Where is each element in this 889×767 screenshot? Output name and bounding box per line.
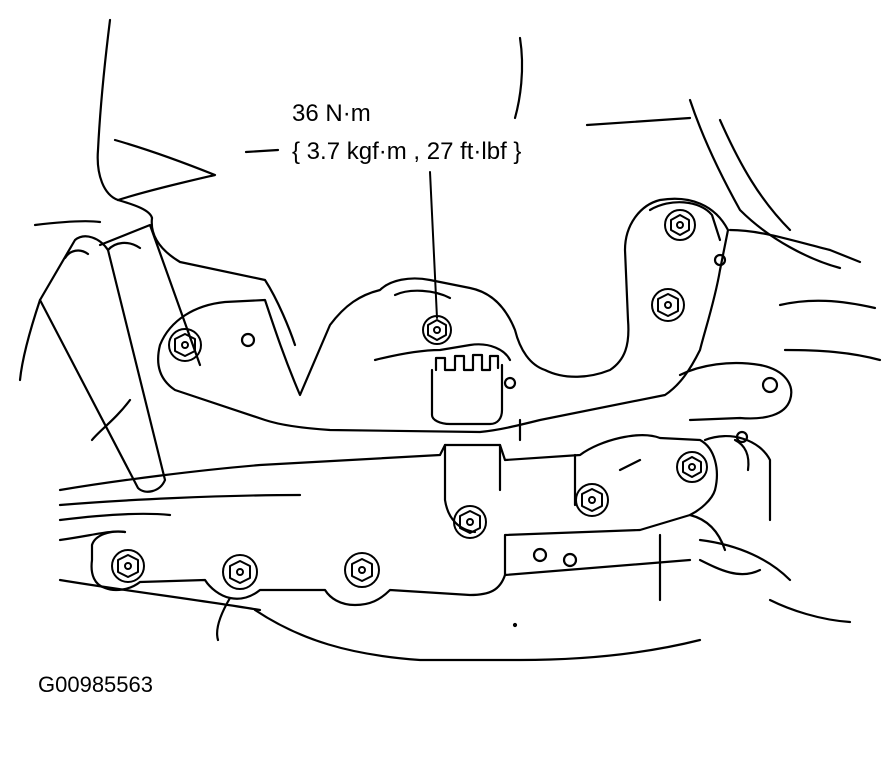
bracket-hole	[240, 332, 256, 348]
valve-hole	[532, 547, 548, 563]
torque-alternate-units-label: { 3.7 kgf·m , 27 ft·lbf }	[292, 138, 522, 165]
valve-body	[58, 430, 772, 662]
detent-gear	[430, 353, 504, 426]
arm-hole	[761, 376, 779, 394]
valve-hole	[512, 622, 518, 628]
lower-channels	[58, 512, 852, 624]
bracket-hole	[503, 376, 517, 390]
bolt-icon	[651, 288, 685, 322]
bolt-icon	[111, 549, 145, 583]
torque-value-label: 36 N·m	[292, 100, 371, 127]
bolt-icon	[676, 451, 708, 483]
bracket-hole	[713, 253, 727, 267]
figure-id-label: G00985563	[38, 672, 153, 697]
valve-hole	[562, 552, 578, 568]
bolt-icon	[168, 328, 202, 362]
bolt-icon	[453, 505, 487, 539]
right-arm	[648, 201, 793, 422]
bolt-icon	[344, 552, 380, 588]
upper-housing	[33, 18, 882, 362]
bolt-group	[111, 209, 708, 590]
bolt-icon	[422, 315, 452, 345]
bolt-icon	[664, 209, 696, 241]
bolt-icon	[222, 554, 258, 590]
callout-leader-line	[429, 171, 438, 319]
shift-rod	[18, 223, 202, 493]
bracket-plate	[157, 197, 730, 442]
valve-hole	[735, 430, 749, 444]
bolt-icon	[575, 483, 609, 517]
